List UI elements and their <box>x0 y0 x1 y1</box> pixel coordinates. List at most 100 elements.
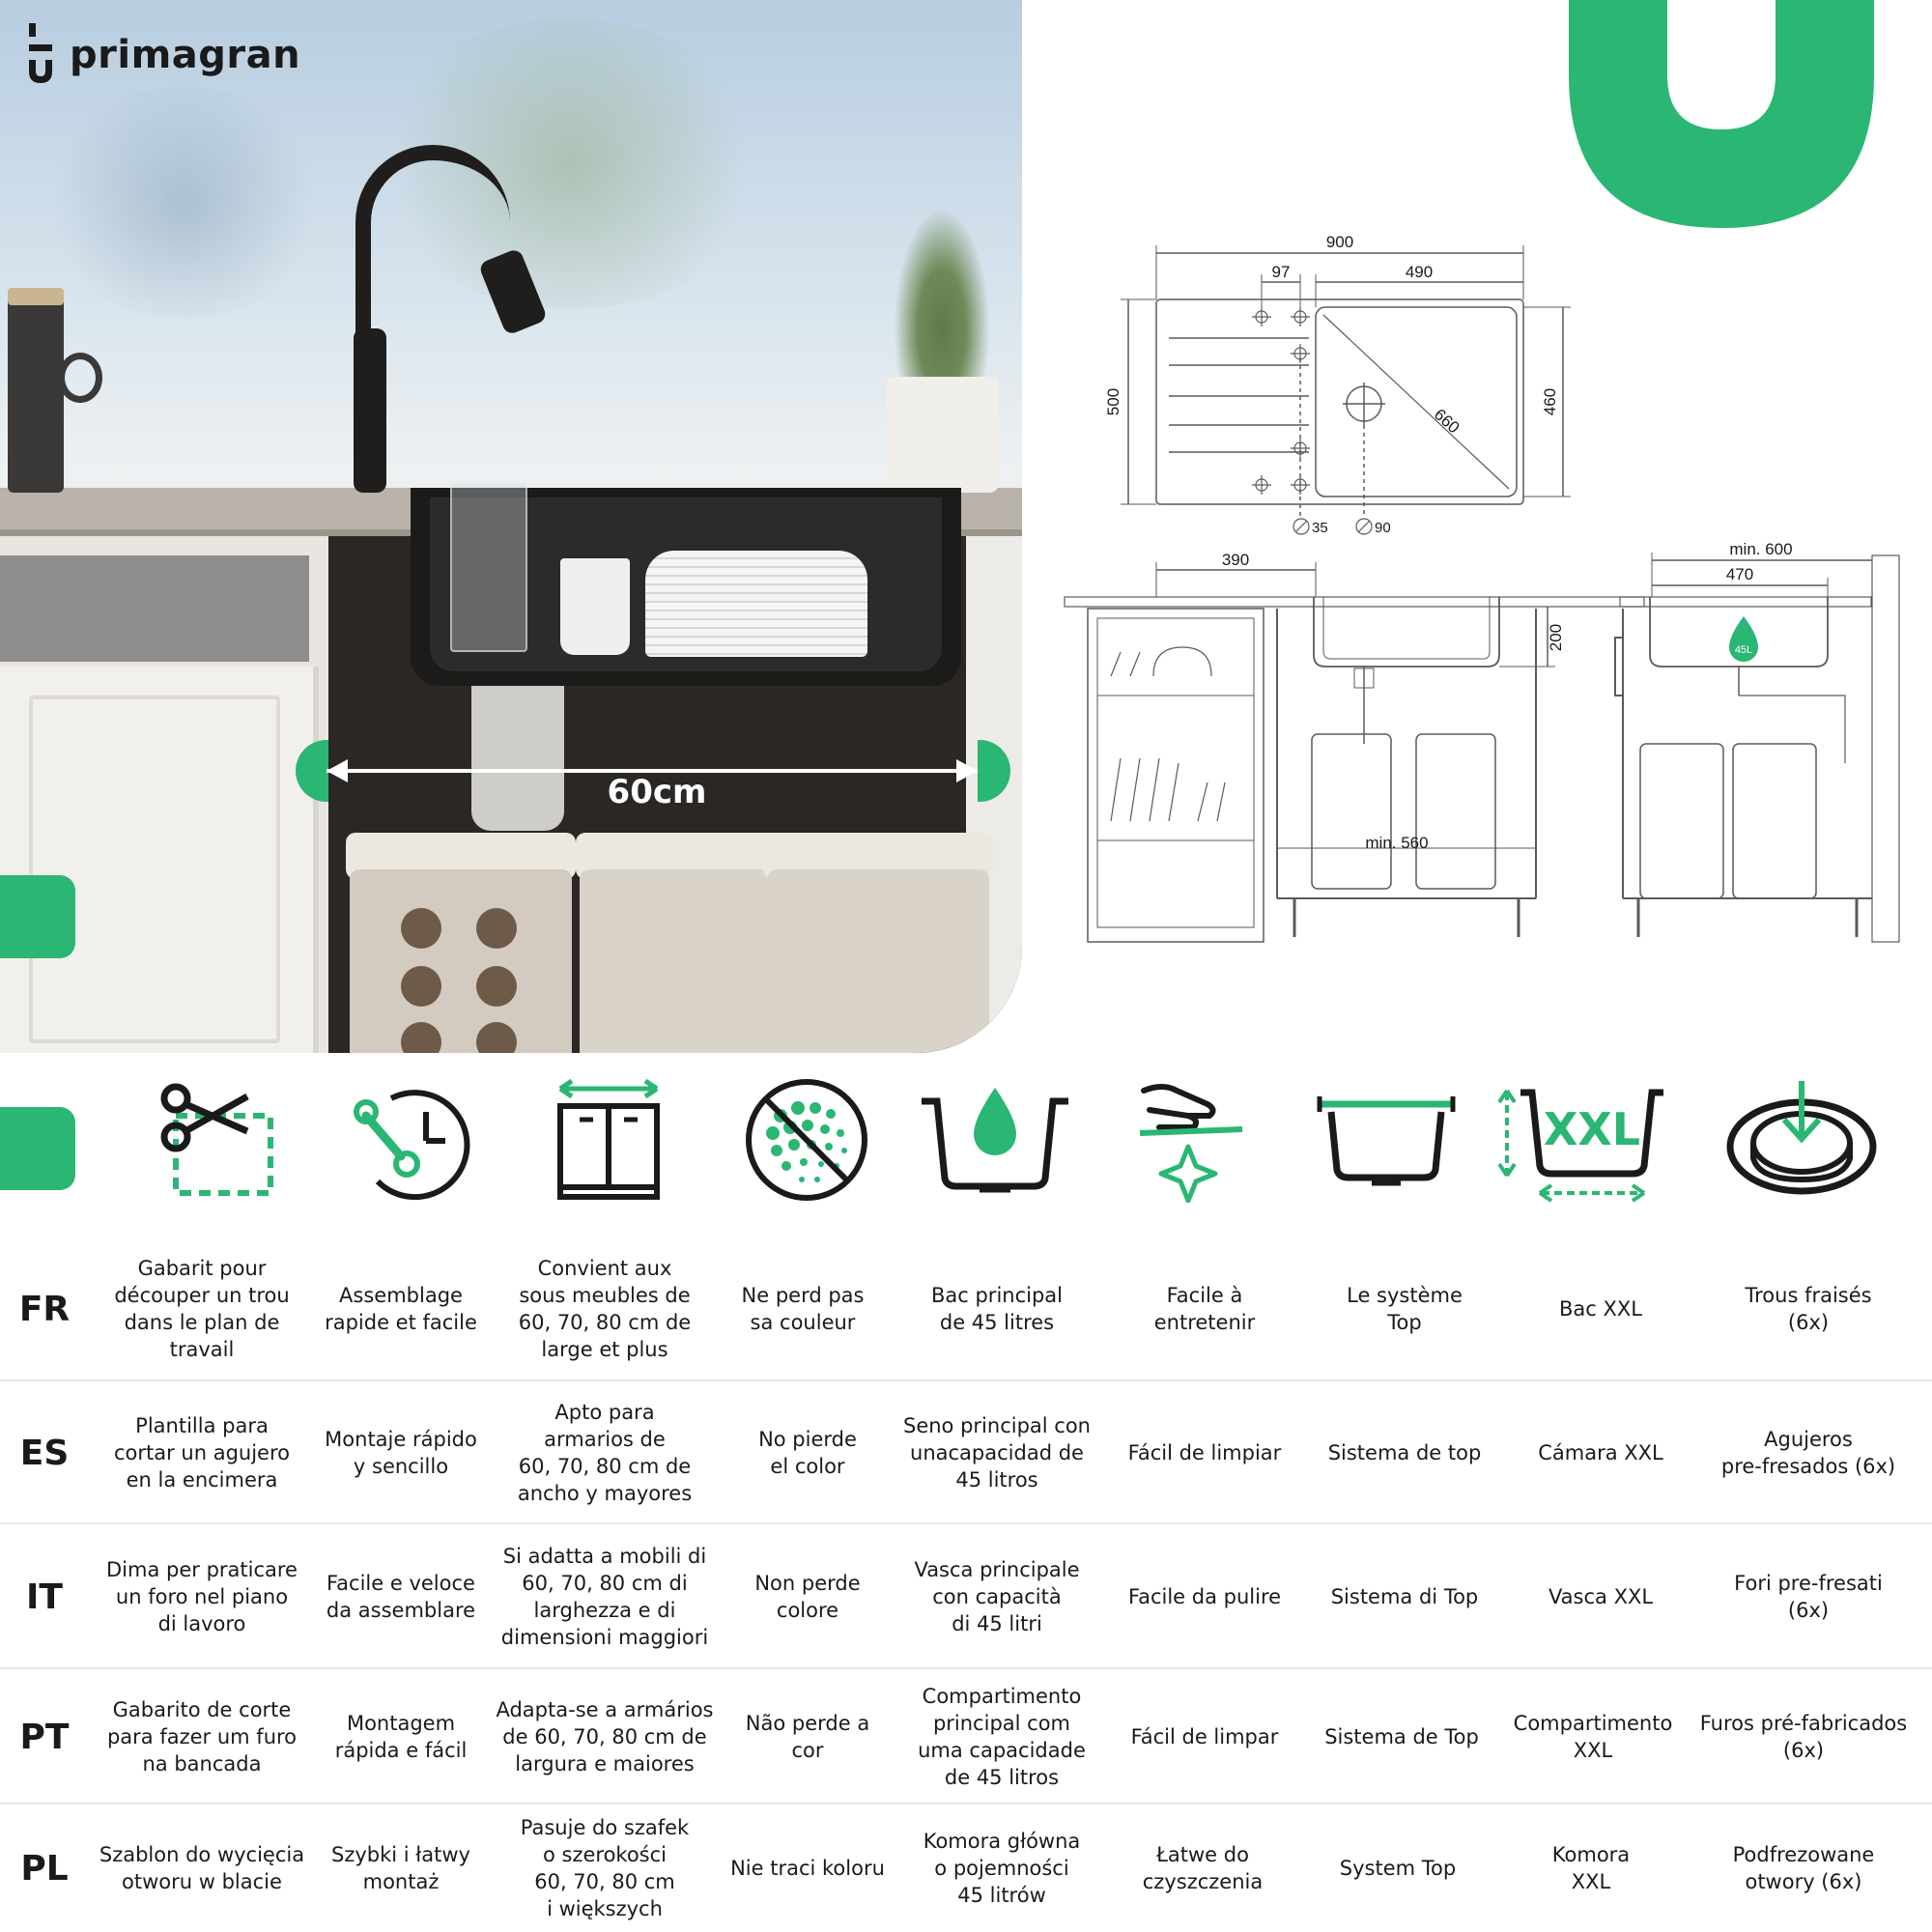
cutting-template-icon <box>126 1063 309 1217</box>
plant-pot <box>887 377 999 493</box>
table-cell: Dima per praticare un foro nel piano di … <box>106 1558 298 1635</box>
table-cell: Adapta-se a armários de 60, 70, 80 cm de… <box>496 1698 714 1776</box>
table-cell: Si adatta a mobili di 60, 70, 80 cm di l… <box>500 1545 709 1649</box>
brand-name: primagran <box>70 33 301 77</box>
table-cell: Convient aux sous meubles de 60, 70, 80 … <box>518 1257 692 1361</box>
table-cell: System Top <box>1339 1857 1457 1880</box>
main-bowl-45l-icon <box>903 1063 1087 1217</box>
language-code: ES <box>19 1433 70 1473</box>
table-cell: Ne perd pas sa couleur <box>741 1284 865 1334</box>
table-cell: Compartimento XXL <box>1513 1712 1673 1762</box>
waste-bin <box>580 869 802 1053</box>
table-row-pl: PL Szablon do wycięcia otworu w blacie S… <box>0 1804 1932 1932</box>
table-row-es: ES Plantilla para cortar un agujero en l… <box>0 1381 1932 1524</box>
plant <box>894 208 990 382</box>
xxl-bowl-icon: XXL <box>1492 1063 1676 1217</box>
table-cell: Compartimento principal com uma capacida… <box>918 1685 1086 1789</box>
dim-bowl-width: 490 <box>1406 263 1433 281</box>
photo-bokeh <box>39 87 328 319</box>
green-side-tab <box>0 1107 75 1190</box>
table-cell: Podfrezowane otwory (6x) <box>1732 1843 1875 1893</box>
bottle-handle <box>58 353 102 403</box>
technical-drawings: 900 97 490 500 460 660 35 90 390 <box>1064 233 1900 943</box>
table-cell: Assemblage rapide et facile <box>325 1284 477 1334</box>
waste-bin <box>767 869 989 1053</box>
arrow-left-icon <box>327 759 348 782</box>
dim-drainer-width: 390 <box>1222 551 1249 569</box>
table-cell: Trous fraisés (6x) <box>1745 1284 1872 1334</box>
dim-min-cabinet-side: min. 600 <box>1729 540 1792 558</box>
table-cell: Fori pre-fresati (6x) <box>1734 1572 1883 1622</box>
dim-tap-hole: 35 <box>1312 520 1328 536</box>
table-cell: Facile e veloce da assemblare <box>326 1572 476 1622</box>
drain-pipe <box>471 686 564 831</box>
quick-assembly-icon <box>324 1063 507 1217</box>
table-cell: Bac principal de 45 litres <box>930 1284 1064 1334</box>
side-section-drawing <box>1614 553 1900 943</box>
table-cell: Komora główna o pojemności 45 litrów <box>923 1830 1081 1907</box>
arrow-right-icon <box>956 759 978 782</box>
table-cell: Montagem rápida e fácil <box>334 1712 468 1762</box>
glasses <box>450 483 527 652</box>
front-section-drawing <box>1064 562 1645 943</box>
easy-clean-icon <box>1101 1063 1285 1217</box>
water-drop-icon <box>1729 616 1758 662</box>
capacity-label: 45L <box>1735 644 1752 656</box>
product-photo: 60cm <box>0 0 1022 1053</box>
table-cell: Facile da pulire <box>1127 1585 1282 1608</box>
bottle <box>8 290 64 493</box>
table-cell: Não perde a cor <box>745 1712 870 1762</box>
language-code: IT <box>26 1577 63 1617</box>
table-cell: Fácil de limpiar <box>1127 1441 1282 1464</box>
table-cell: Bac XXL <box>1559 1297 1642 1321</box>
no-color-fade-icon <box>715 1063 898 1217</box>
table-row-pt: PT Gabarito de corte para fazer um furo … <box>0 1669 1932 1804</box>
table-cell: Gabarito de corte para fazer um furo na … <box>106 1698 298 1776</box>
faucet-neck <box>355 145 510 338</box>
bin-hole <box>401 966 441 1007</box>
table-cell: Montaje rápido y sencillo <box>325 1428 477 1478</box>
waste-bin <box>350 869 572 1053</box>
dim-bowl-height: 200 <box>1547 624 1565 651</box>
table-cell: Szybki i łatwy montaż <box>331 1843 470 1893</box>
table-cell: Sistema de top <box>1327 1441 1482 1464</box>
table-cell: Seno principal con unacapacidad de 45 li… <box>903 1414 1091 1492</box>
brand-logo: primagran <box>27 21 300 89</box>
cabinet-width-icon <box>517 1063 700 1217</box>
table-cell: Apto para armarios de 60, 70, 80 cm de a… <box>517 1401 693 1505</box>
dim-min-cabinet-front: min. 560 <box>1365 834 1428 852</box>
bin-hole <box>401 908 441 949</box>
dishwasher-rack <box>0 555 309 662</box>
dim-overall-width: 900 <box>1326 233 1353 251</box>
dim-diagonal: 660 <box>1431 405 1463 437</box>
faucet-body <box>354 328 386 493</box>
table-row-it: IT Dima per praticare un foro nel piano … <box>0 1524 1932 1669</box>
table-cell: Pasuje do szafek o szerokości 60, 70, 80… <box>520 1816 690 1920</box>
dim-overall-depth: 500 <box>1104 388 1122 415</box>
translation-table: FR Gabarit pour découper un trou dans le… <box>0 1236 1932 1932</box>
table-cell: Furos pré-fabricados (6x) <box>1699 1712 1908 1762</box>
table-cell: Agujeros pre-fresados (6x) <box>1720 1428 1896 1478</box>
dim-drainer-offset: 97 <box>1272 263 1291 281</box>
door-panel <box>29 696 280 1043</box>
dim-drain-hole: 90 <box>1375 520 1391 536</box>
table-cell: Facile à entretenir <box>1153 1284 1256 1334</box>
top-view-drawing <box>1121 245 1571 535</box>
table-cell: Vasca principale con capacità di 45 litr… <box>914 1558 1080 1635</box>
dishwasher-door <box>0 667 319 1053</box>
green-u-shape <box>1569 0 1874 228</box>
bin-hole <box>476 966 517 1007</box>
table-cell: Sistema de Top <box>1324 1725 1479 1748</box>
bin-hole <box>401 1022 441 1053</box>
table-cell: Fácil de limpar <box>1130 1725 1279 1748</box>
table-cell: No pierde el color <box>758 1428 857 1478</box>
table-cell: Szablon do wycięcia otworu w blacie <box>99 1843 305 1893</box>
language-code: FR <box>18 1289 71 1329</box>
pre-drilled-holes-icon <box>1710 1063 1893 1217</box>
top-system-icon <box>1294 1063 1478 1217</box>
dim-side-bowl-width: 470 <box>1726 565 1753 583</box>
cup <box>560 558 630 655</box>
table-cell: Non perde colore <box>754 1572 861 1622</box>
table-cell: Łatwe do czyszczenia <box>1142 1843 1264 1893</box>
primagran-logo-icon <box>27 23 54 87</box>
